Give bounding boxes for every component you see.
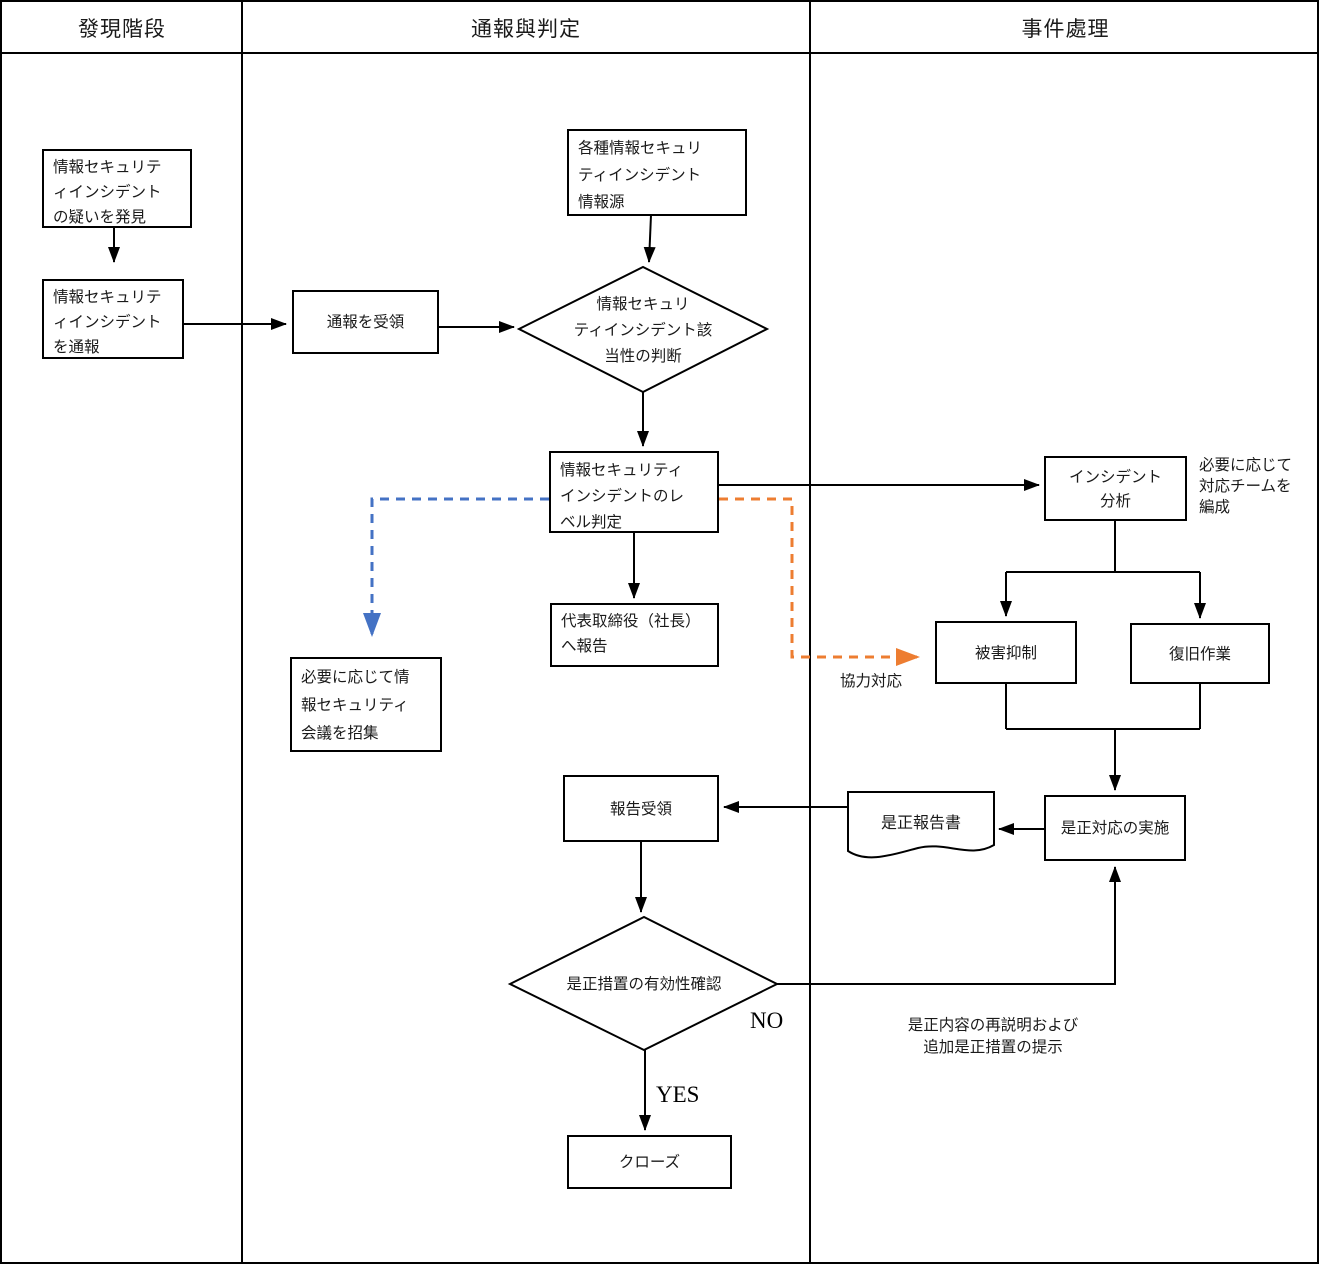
node-close: クローズ	[567, 1135, 732, 1189]
dashed-arrow-cooperation-to-damage	[719, 497, 920, 666]
document-shape	[847, 791, 995, 859]
lane-header-discovery: 發現階段	[78, 17, 166, 41]
node-discover-suspicion: 情報セキュリテ ィインシデント の疑いを発見	[42, 149, 192, 228]
arrow-sources-to-judge	[643, 214, 656, 263]
node-recovery-work: 復旧作業	[1130, 623, 1270, 684]
note-cooperation: 協力対応	[840, 672, 903, 690]
node-report-receipt: 報告受領	[563, 775, 719, 842]
join-damage-recovery	[1005, 684, 1201, 730]
note-re-explain-corrective: 是正内容の再説明および 追加是正措置の提示	[907, 1016, 1079, 1056]
lane-header-incident-handling: 事件處理	[1021, 17, 1110, 41]
lane-divider-2	[809, 2, 811, 1262]
node-damage-suppression: 被害抑制	[935, 621, 1077, 684]
node-corrective-action: 是正対応の実施	[1044, 795, 1186, 861]
lane-header-reporting-judgment: 通報與判定	[471, 17, 581, 41]
edge-label-yes: YES	[656, 1082, 700, 1107]
node-convene-security-meeting: 必要に応じて情 報セキュリティ 会議を招集	[290, 657, 442, 752]
node-notify-incident: 情報セキュリテ ィインシデント を通報	[42, 279, 184, 359]
lane-header-row: 發現階段 通報與判定 事件處理	[2, 2, 1317, 54]
decision-effectiveness-shape	[507, 915, 780, 1052]
node-level-determination: 情報セキュリティ インシデントのレ ベル判定	[549, 451, 719, 533]
edge-label-no: NO	[750, 1008, 784, 1033]
node-incident-sources: 各種情報セキュリ ティインシデント 情報源	[567, 129, 747, 216]
arrow-no-return-to-corrective	[777, 866, 1121, 985]
dashed-arrow-level-to-meeting	[363, 497, 549, 637]
black-arrows	[108, 214, 1206, 1131]
node-report-to-ceo: 代表取締役（社長） へ報告	[550, 603, 719, 667]
note-form-response-team: 必要に応じて 対応チームを 編成	[1199, 456, 1293, 516]
decision-applicability-shape	[516, 265, 770, 394]
split-analysis-branches	[1006, 521, 1200, 573]
lane-divider-1	[241, 2, 243, 1262]
node-receive-report: 通報を受領	[292, 290, 439, 354]
node-incident-analysis: インシデント 分析	[1044, 456, 1187, 521]
